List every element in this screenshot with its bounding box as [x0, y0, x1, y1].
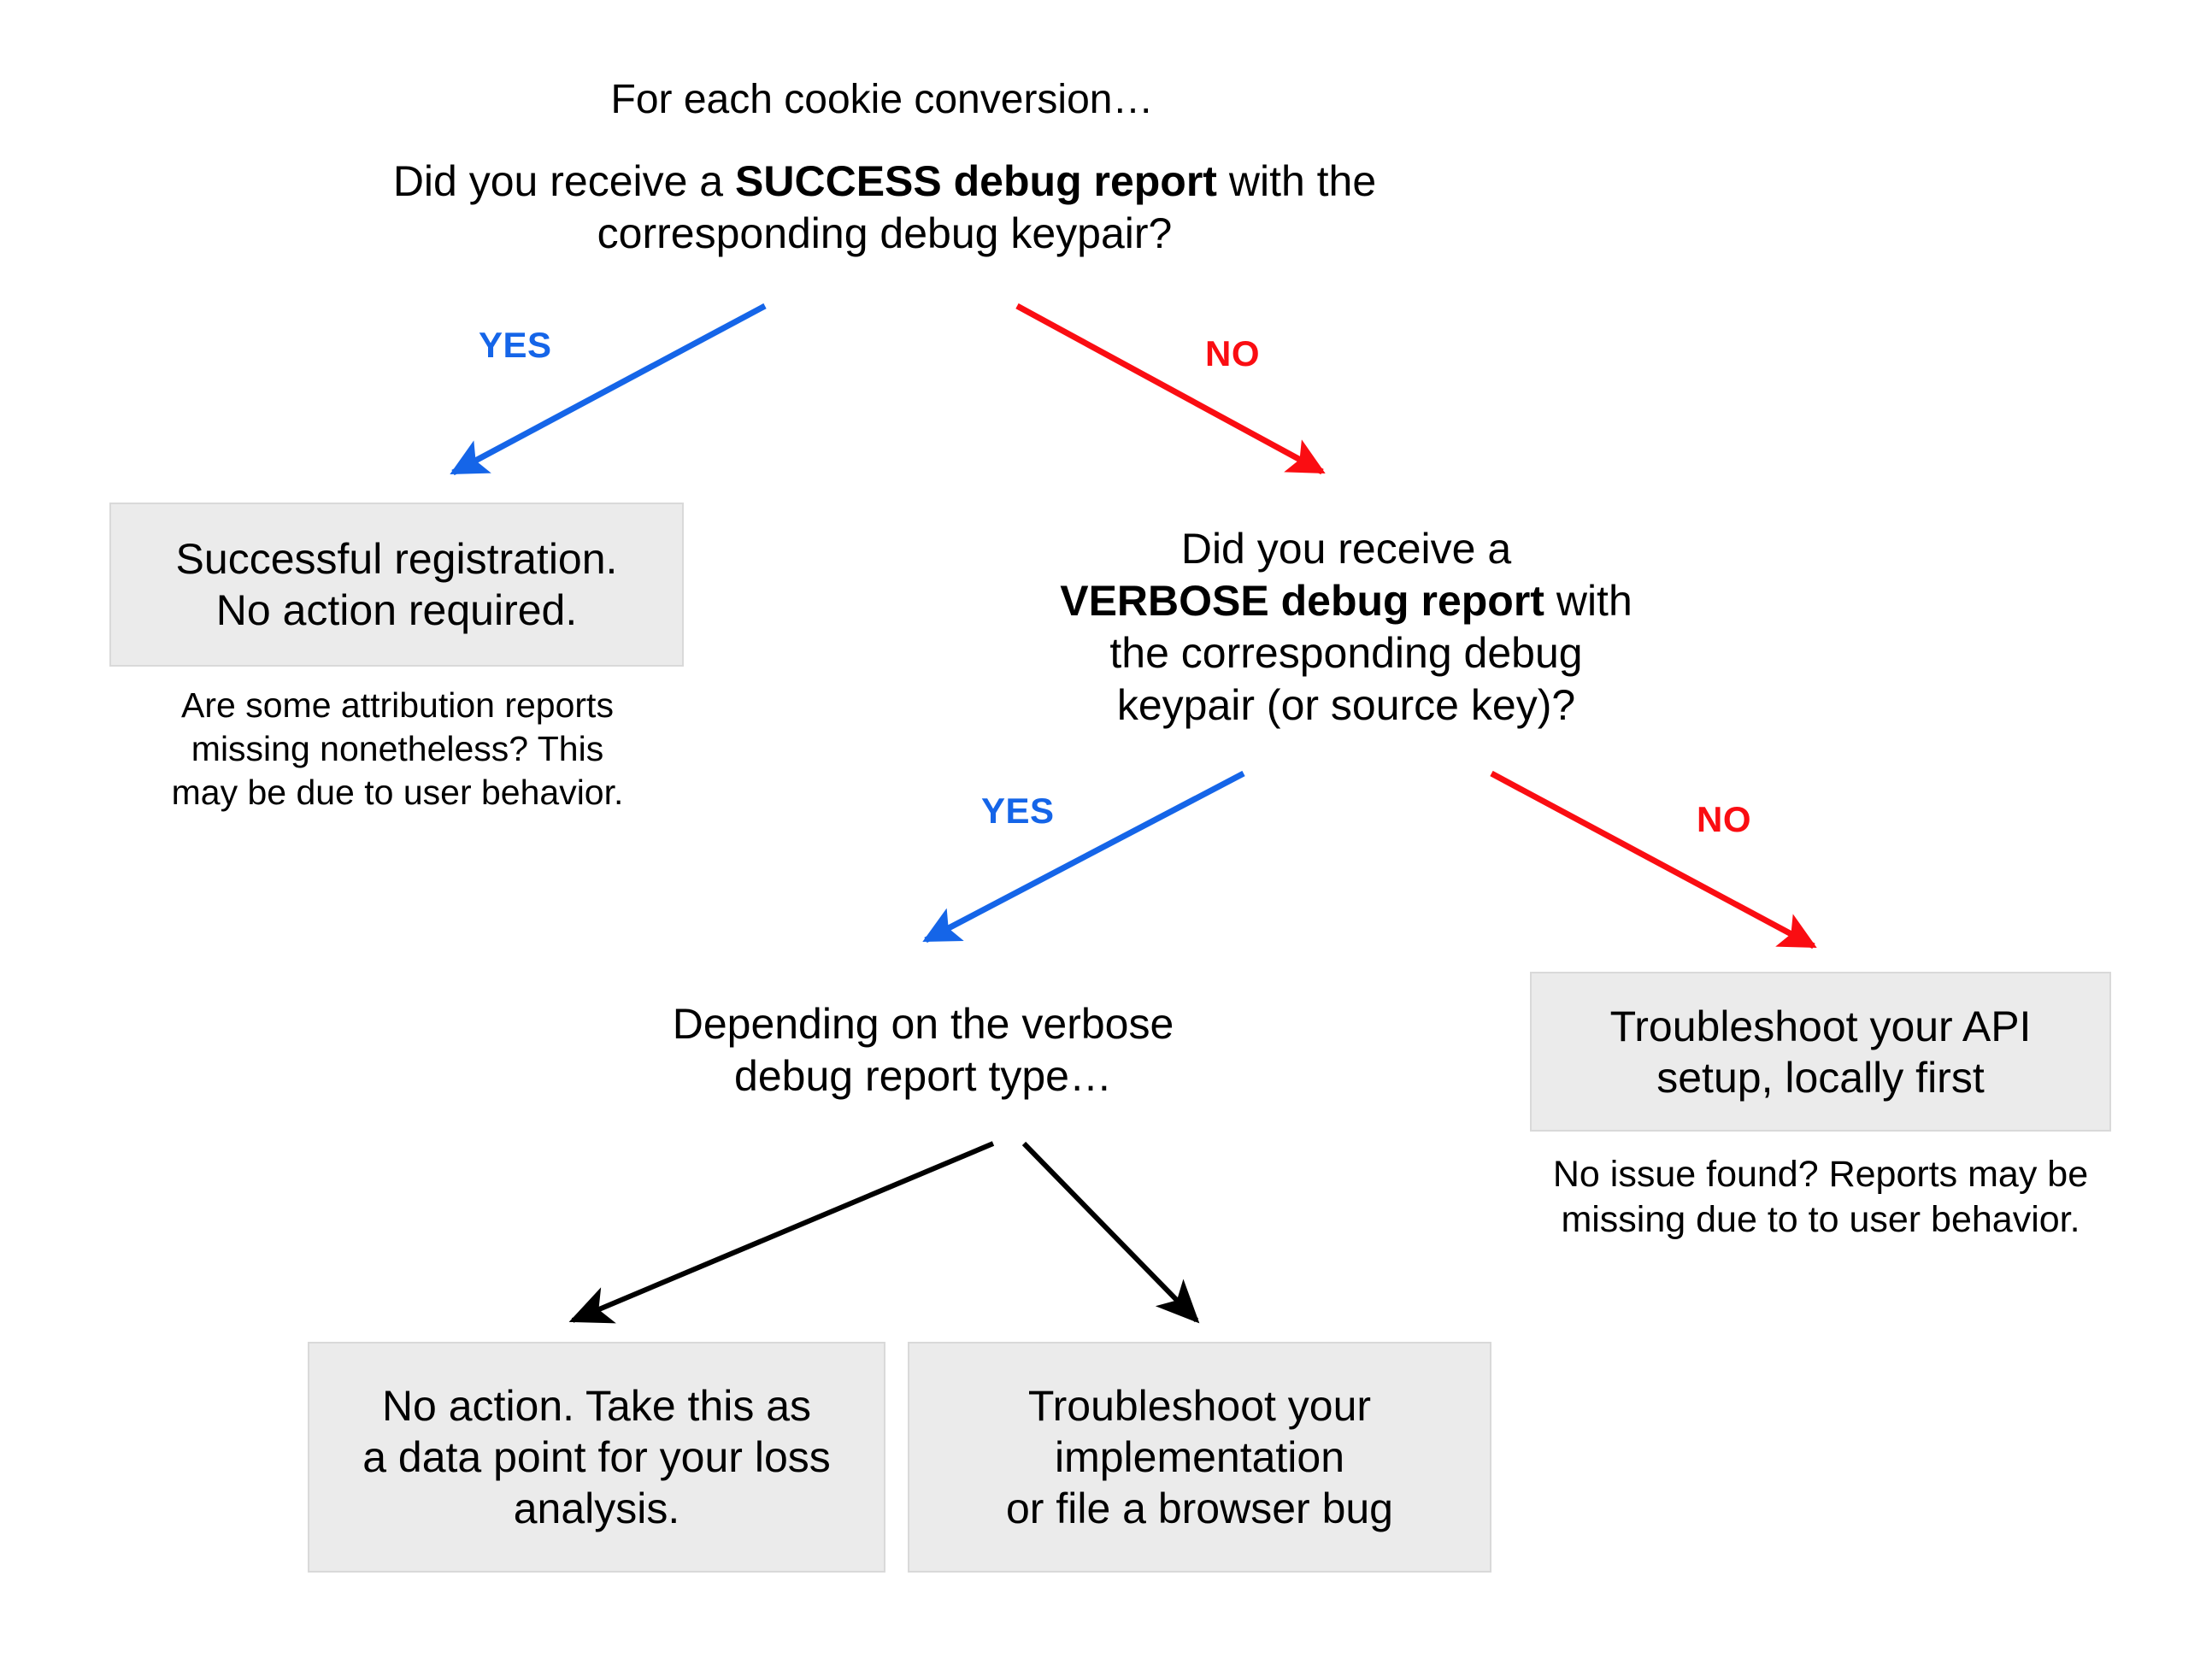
caption-under-api-setup: No issue found? Reports may be missing d… — [1552, 1154, 2089, 1241]
q2-prefix: Did you receive a — [1180, 525, 1512, 573]
box-no-action-loss-analysis-label: No action. Take this as a data point for… — [362, 1382, 831, 1532]
box-troubleshoot-implementation[interactable]: Troubleshoot your implementation or file… — [908, 1342, 1491, 1573]
arrow-q3-right — [1021, 1141, 1200, 1324]
edge-label-q1-yes: YES — [479, 325, 552, 365]
q1-suffix: with the corresponding debug keypair? — [597, 157, 1377, 257]
arrow-q2-yes — [922, 770, 1245, 944]
box-troubleshoot-api-setup[interactable]: Troubleshoot your API setup, locally fir… — [1530, 972, 2111, 1132]
q1-emphasis: SUCCESS debug report — [735, 157, 1217, 205]
caption-under-successful-registration: Are some attribution reports missing non… — [171, 685, 624, 812]
q2-suffix: with the corresponding debug keypair (or… — [1109, 577, 1633, 729]
intro-title: For each cookie conversion… — [610, 77, 1154, 122]
edge-label-q1-no: NO — [1205, 333, 1260, 373]
box-successful-registration[interactable]: Successful registration. No action requi… — [109, 503, 684, 667]
arrow-q1-no — [1015, 303, 1326, 475]
arrow-q2-no — [1490, 770, 1817, 950]
box-troubleshoot-api-setup-label: Troubleshoot your API setup, locally fir… — [1609, 1002, 2032, 1102]
question-verbose-report-type: Depending on the verbose debug report ty… — [672, 1000, 1174, 1100]
box-successful-registration-label: Successful registration. No action requi… — [175, 535, 618, 634]
edge-label-q2-yes: YES — [981, 791, 1055, 831]
q1-prefix: Did you receive a — [392, 157, 736, 205]
edge-label-q2-no: NO — [1697, 799, 1751, 839]
question-success-debug-report: Did you receive a SUCCESS debug report w… — [291, 156, 1479, 260]
box-no-action-loss-analysis[interactable]: No action. Take this as a data point for… — [308, 1342, 885, 1573]
q2-emphasis: VERBOSE debug report — [1060, 577, 1544, 625]
box-troubleshoot-implementation-label: Troubleshoot your implementation or file… — [1005, 1382, 1393, 1532]
question-verbose-debug-report: Did you receive a VERBOSE debug report w… — [1009, 523, 1684, 732]
arrow-q3-left — [568, 1141, 995, 1324]
